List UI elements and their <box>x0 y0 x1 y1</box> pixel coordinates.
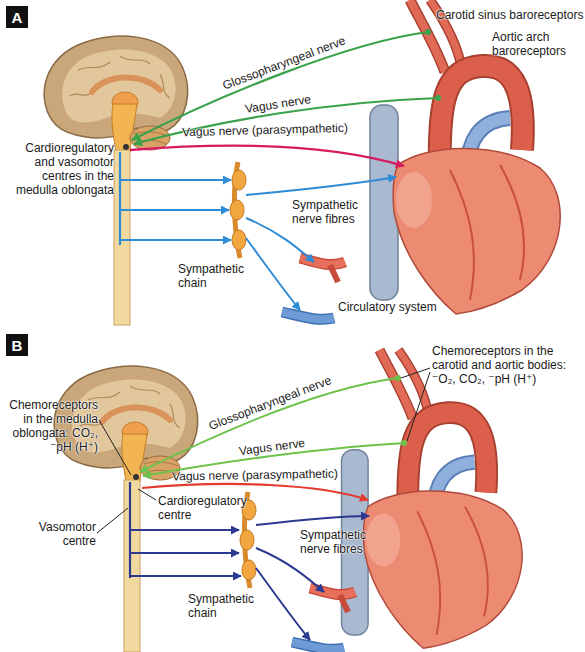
receptor-label: Carotid sinus baroreceptors <box>436 8 584 22</box>
leader-line <box>407 372 430 441</box>
chain-label: Sympathetic chain <box>188 592 268 620</box>
centre-label: Cardioregulatory and vasomotor centres i… <box>2 141 114 197</box>
system-label: Circulatory system <box>338 300 468 314</box>
vessels-b <box>292 588 355 649</box>
centre-label: Cardioregulatory centre <box>158 494 258 522</box>
fibre-label: Sympathetic nerve fibres <box>292 198 384 226</box>
leader-line <box>401 368 430 378</box>
glossopharyngeal-nerve <box>140 378 398 472</box>
sympathetic-branch <box>120 209 229 211</box>
panel-letter: B <box>12 337 23 354</box>
receptor-label: Aortic arch baroreceptors <box>492 30 582 58</box>
sympathetic-fibre <box>256 516 369 525</box>
chain-a <box>230 162 246 258</box>
sympathetic-branch <box>120 179 231 181</box>
panel-label-box: B <box>6 334 28 356</box>
receptor-dot <box>395 375 401 381</box>
spinal-cord <box>114 150 130 325</box>
receptor-dot <box>425 29 431 35</box>
leader-line <box>99 420 131 475</box>
sympathetic-trunk <box>119 152 121 245</box>
spinal-cord <box>124 480 140 652</box>
sympathetic-fibre <box>246 238 300 310</box>
sympathetic-branch <box>130 529 239 531</box>
leader-line <box>138 489 156 500</box>
sympathetic-branch <box>120 239 231 241</box>
nerve-label: Vagus nerve (parasympathetic) <box>175 121 355 140</box>
receptor-label: Chemoreceptors in the medulla oblongata:… <box>0 398 98 454</box>
heart-b <box>342 350 523 648</box>
glossopharyngeal-nerve <box>132 32 428 140</box>
centre-dot <box>123 144 129 150</box>
receptor-label: Chemoreceptors in the carotid and aortic… <box>432 344 577 386</box>
nerve-label: Vagus nerve (parasympathetic) <box>165 466 345 483</box>
parasympathetic-nerve <box>130 146 404 166</box>
leader-line <box>97 508 128 533</box>
sympathetic-branch <box>130 575 241 577</box>
panel-label-box: A <box>6 6 28 28</box>
sympathetic-fibre <box>256 568 310 640</box>
sympathetic-branch <box>130 552 239 554</box>
receptor-dot <box>435 95 441 101</box>
fibre-label: Sympathetic nerve fibres <box>300 528 392 556</box>
panel-letter: A <box>12 9 23 26</box>
nerve-label: Glossopharyngeal nerve <box>211 30 356 96</box>
receptor-dot <box>401 440 407 446</box>
sympathetic-fibre <box>246 177 396 195</box>
chain-label: Sympathetic chain <box>178 262 258 290</box>
centre-dot <box>133 474 139 480</box>
nerve-label: Glossopharyngeal nerve <box>198 369 343 436</box>
vessels-a <box>282 258 345 319</box>
centre-label: Vasomotor centre <box>8 520 96 548</box>
